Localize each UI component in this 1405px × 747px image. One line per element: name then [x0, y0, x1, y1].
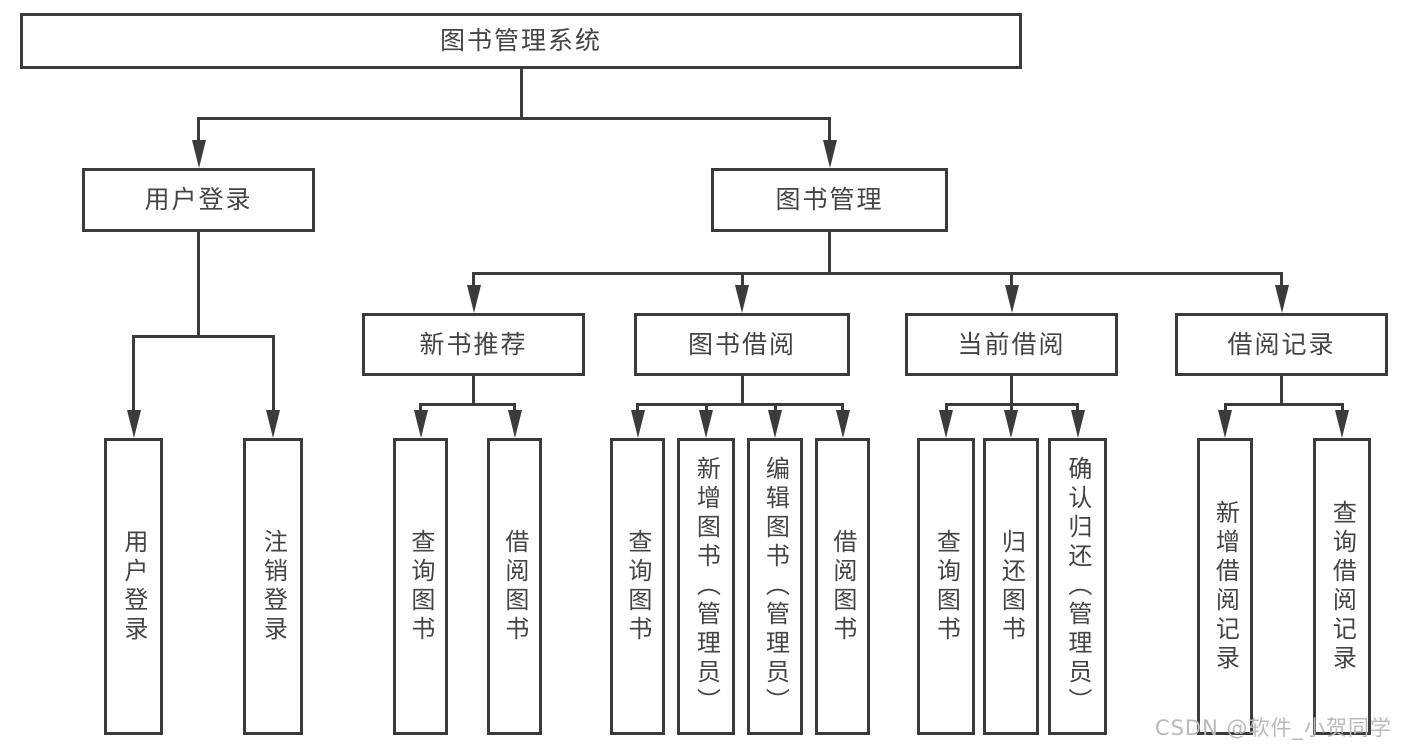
connector-drop-records [1280, 273, 1283, 286]
connector-bar-root [197, 116, 831, 120]
connector-stub-mgmt [828, 232, 831, 275]
leaf-query-books-borrow-label: 查询图书 [623, 528, 652, 645]
connector-drop-leafEdit [773, 404, 777, 411]
arrowhead-icon [1274, 285, 1289, 313]
arrowhead-icon [466, 285, 481, 313]
node-borrow-records-label: 借阅记录 [1227, 329, 1336, 359]
arrowhead-icon [413, 410, 428, 438]
arrowhead-icon [1070, 410, 1085, 438]
node-new-book-recommend-label: 新书推荐 [419, 329, 528, 359]
leaf-borrow-books-borrow-label: 借阅图书 [828, 528, 857, 645]
arrowhead-icon [939, 410, 953, 438]
leaf-return-books-label: 归还图书 [997, 528, 1026, 645]
connector-drop-rec [472, 273, 475, 286]
arrowhead-icon [1004, 410, 1018, 438]
connector-bar-rec [419, 402, 516, 406]
connector-bar-borrow [636, 402, 844, 406]
connector-stub-root [519, 69, 523, 120]
connector-stub-current [1010, 376, 1013, 406]
connector-drop-login [197, 118, 200, 141]
csdn-watermark: CSDN @软件_小贺同学 [1154, 716, 1392, 740]
leaf-query-borrow-record-label: 查询借阅记录 [1328, 499, 1357, 674]
connector-drop-leafQuery3 [944, 404, 948, 411]
leaf-query-books-borrow: 查询图书 [610, 438, 665, 735]
arrowhead-icon [1004, 285, 1019, 313]
connector-bar-login [132, 334, 275, 338]
node-user-login-branch: 用户登录 [82, 168, 315, 232]
leaf-query-books-current: 查询图书 [917, 438, 975, 735]
connector-drop-leafBorrow2 [841, 404, 844, 411]
connector-drop-leafBorrow1 [513, 404, 516, 411]
node-system-root-label: 图书管理系统 [439, 26, 602, 55]
node-book-management-branch: 图书管理 [711, 168, 948, 232]
connector-drop-leafReturn [1009, 404, 1013, 411]
connector-drop-mgmt [828, 118, 831, 141]
node-book-management-branch-label: 图书管理 [775, 185, 884, 214]
leaf-return-books: 归还图书 [983, 438, 1039, 735]
connector-drop-leafQuery2 [636, 404, 639, 411]
leaf-add-borrow-record-label: 新增借阅记录 [1211, 499, 1240, 674]
connector-drop-borrow [740, 273, 744, 286]
leaf-query-books-current-label: 查询图书 [932, 528, 961, 645]
leaf-confirm-return-admin: 确认归还（管理员） [1048, 438, 1107, 735]
arrowhead-icon [126, 410, 141, 438]
node-current-borrow-label: 当前借阅 [957, 329, 1066, 359]
leaf-edit-books-admin-label: 编辑图书（管理员） [761, 456, 790, 717]
connector-drop-current [1010, 273, 1013, 286]
arrowhead-icon [630, 410, 645, 438]
leaf-logout-label: 注销登录 [259, 528, 288, 645]
leaf-add-books-admin: 新增图书（管理员） [677, 438, 735, 735]
leaf-query-borrow-record: 查询借阅记录 [1313, 438, 1371, 735]
connector-stub-records [1280, 376, 1283, 406]
connector-bar-records [1223, 402, 1344, 406]
connector-drop-leafQuery1 [419, 404, 422, 411]
leaf-borrow-books-borrow: 借阅图书 [815, 438, 870, 735]
node-current-borrow: 当前借阅 [905, 313, 1118, 376]
arrowhead-icon [191, 140, 206, 168]
connector-drop-leafAdd [704, 404, 708, 411]
connector-stub-login [197, 232, 200, 338]
leaf-logout: 注销登录 [243, 438, 303, 735]
leaf-add-borrow-record: 新增借阅记录 [1197, 438, 1253, 735]
leaf-user-login: 用户登录 [104, 438, 163, 735]
arrowhead-icon [835, 410, 850, 438]
connector-stub-rec [472, 376, 475, 406]
arrowhead-icon [735, 285, 749, 313]
arrowhead-icon [1218, 410, 1232, 438]
connector-drop-leafAddRec [1223, 404, 1227, 411]
node-borrow-records: 借阅记录 [1175, 313, 1388, 376]
connector-drop-leafLogin [132, 336, 135, 411]
arrowhead-icon [507, 410, 522, 438]
leaf-add-books-admin-label: 新增图书（管理员） [692, 456, 721, 717]
connector-drop-leafLogout [271, 336, 275, 411]
arrowhead-icon [822, 140, 837, 168]
connector-stub-borrow [740, 376, 744, 406]
connector-drop-leafConfirm [1076, 404, 1079, 411]
node-book-borrow: 图书借阅 [634, 313, 850, 376]
leaf-query-books-recommend-label: 查询图书 [406, 528, 435, 645]
leaf-query-books-recommend: 查询图书 [393, 438, 448, 735]
leaf-edit-books-admin: 编辑图书（管理员） [747, 438, 803, 735]
leaf-user-login-label: 用户登录 [119, 528, 148, 645]
arrowhead-icon [266, 410, 280, 438]
connector-bar-mgmt [472, 271, 1283, 275]
connector-drop-leafQueryRec [1340, 404, 1344, 411]
leaf-borrow-books-recommend: 借阅图书 [487, 438, 542, 735]
arrowhead-icon [699, 410, 713, 438]
node-book-borrow-label: 图书借阅 [687, 329, 796, 359]
leaf-confirm-return-admin-label: 确认归还（管理员） [1063, 456, 1092, 717]
arrowhead-icon [1335, 410, 1349, 438]
node-system-root: 图书管理系统 [20, 13, 1022, 69]
node-user-login-branch-label: 用户登录 [144, 185, 253, 214]
leaf-borrow-books-recommend-label: 借阅图书 [500, 528, 529, 645]
node-new-book-recommend: 新书推荐 [362, 313, 585, 376]
arrowhead-icon [768, 410, 782, 438]
